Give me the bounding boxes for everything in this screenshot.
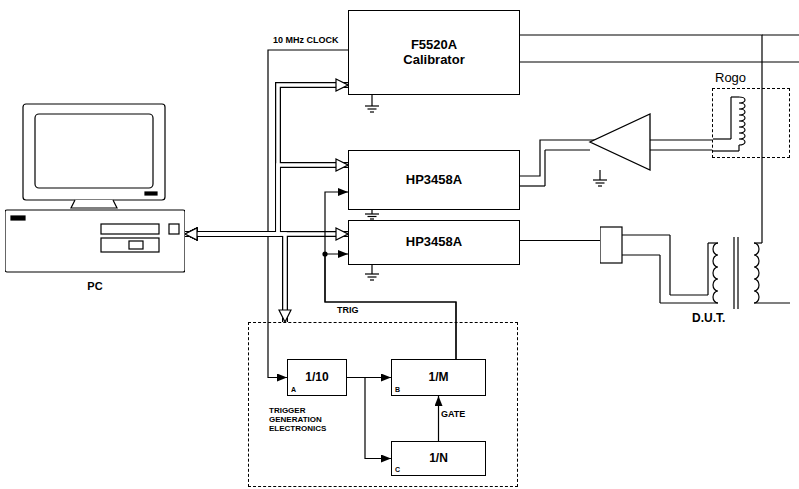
port-letter: B [395,386,400,394]
signal-wire [325,254,456,359]
amplifier-wire [520,185,545,186]
node-label: Rogo [715,71,746,86]
junction-dot [322,251,327,256]
signal-wire [520,240,600,241]
node-label: D.U.T. [692,312,725,326]
ground-symbol [365,95,379,112]
instrument-box: HP3458A [348,220,520,265]
ground-symbol [593,170,607,186]
amplifier-symbol [590,114,650,170]
computer-icon: PC [5,100,185,295]
bus-outline [185,85,348,234]
pc-drawing [5,100,185,295]
port-letter: A [291,386,296,394]
ground-symbol [365,265,379,280]
rogo-drawing [713,89,789,157]
node-label: HP3458A [406,235,462,250]
divider-box: 1/10A [287,359,347,396]
data-bus [185,165,348,234]
node-label: TRIGGER GENERATION ELECTRONICS [269,406,341,434]
node-label: F5520A Calibrator [389,38,479,68]
divider-box: 1/N C [391,441,486,476]
bus-outline [185,165,348,234]
signal-label: TRIG [336,306,360,316]
output-wire [762,34,799,35]
output-wire [520,61,799,62]
amplifier-wire [650,149,712,150]
port-letter: C [395,466,400,474]
ground-symbol [365,210,379,219]
node-label: HP3458A [406,173,462,188]
data-bus [185,234,285,322]
amplifier-wire [545,149,590,150]
node-label: 1/N [429,452,448,466]
signal-wire [325,192,456,359]
signal-wire [268,50,348,378]
signal-wire [438,396,439,441]
instrument-box: F5520A Calibrator [348,10,520,95]
sensor-enclosure: Rogo [712,88,790,158]
signal-label: 10 MHz CLOCK [272,36,340,46]
node-label: 1/M [428,371,448,385]
data-bus [185,85,348,234]
signal-wire [520,35,762,225]
node-label: PC [5,280,185,293]
signal-wire [347,378,391,459]
divider-box: 1/M B [391,359,486,396]
amplifier-wire [544,150,545,186]
node-label: 1/10 [305,371,328,385]
instrument-box: HP3458A [348,150,520,210]
dashed-group: 1/10A 1/M B 1/N C TRIGGER GENERATION ELECTRON… [248,322,518,487]
bus-outline [185,234,285,322]
signal-label: GATE [440,410,466,420]
transformer-symbol: D.U.T. [600,225,790,330]
